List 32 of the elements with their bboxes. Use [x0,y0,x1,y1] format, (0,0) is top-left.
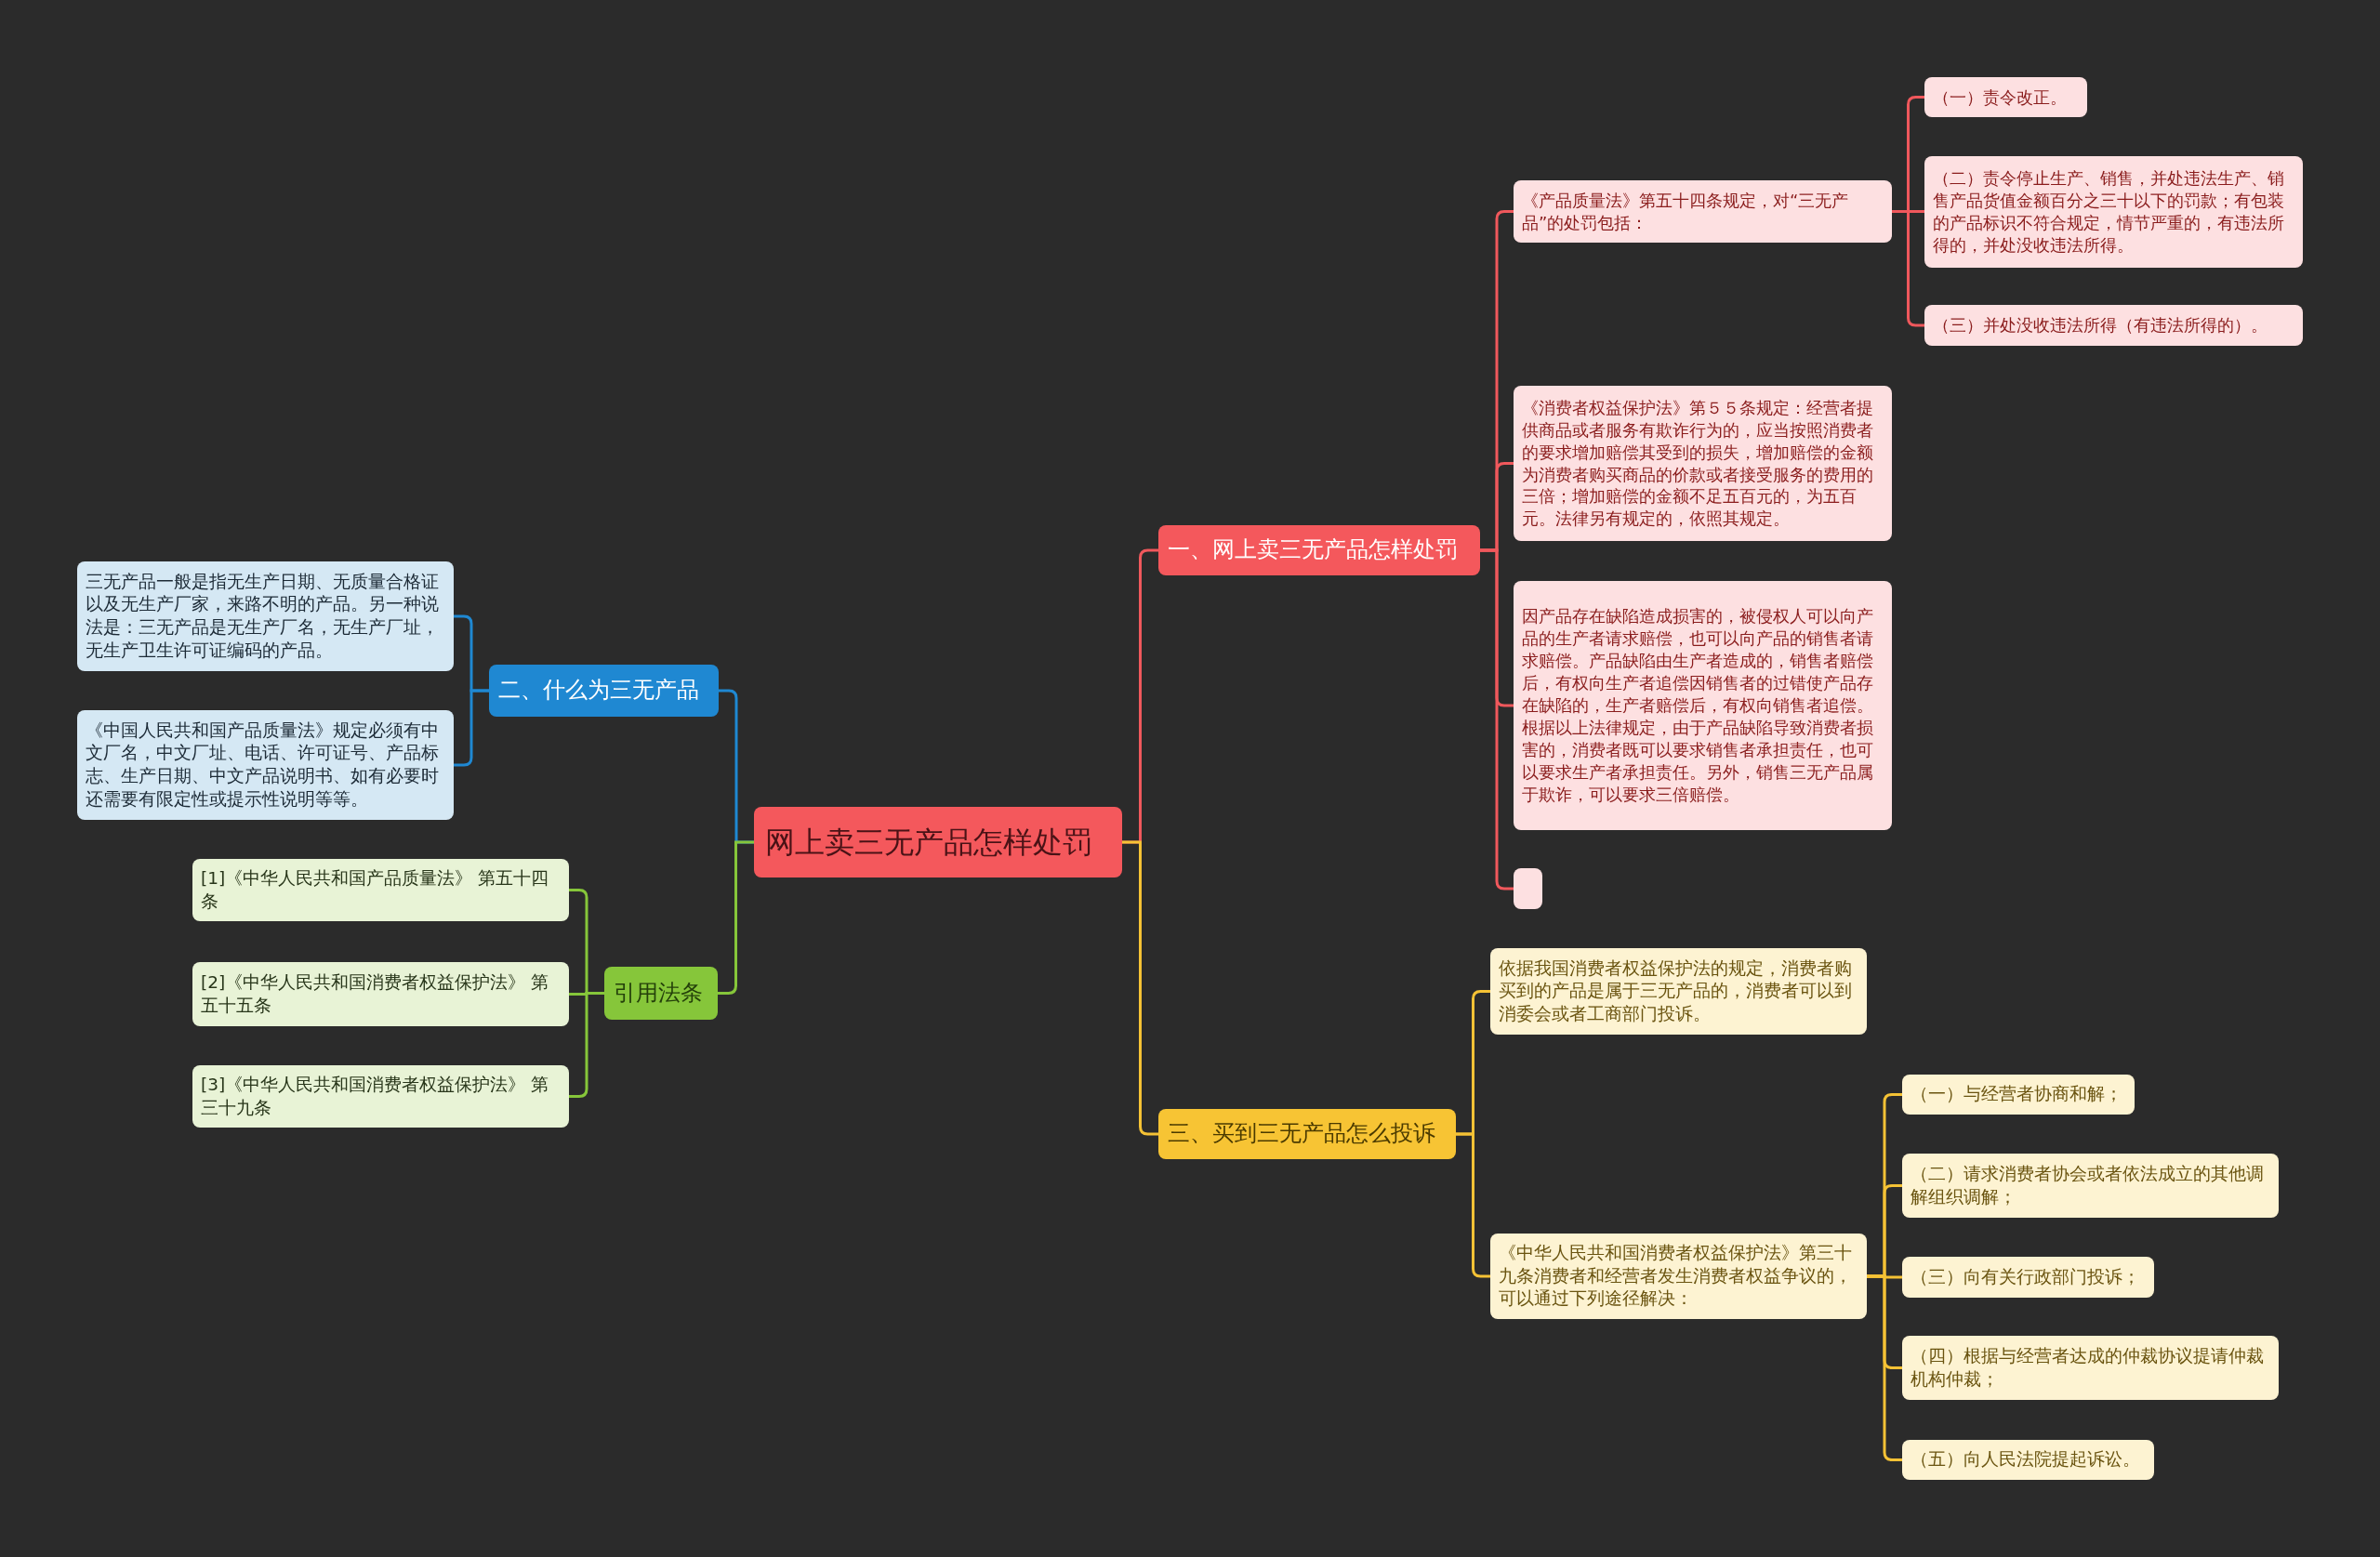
subtopic-box: 因产品存在缺陷造成损害的，被侵权人可以向产品的生产者请求赔偿，也可以向产品的销售者请求赔偿。产品缺陷由生产者造成的，销售者赔偿后，有权向生产者追偿因销售者的过错使产品存在缺陷的，生产者赔偿后，有权向销售者追偿。根据以上法律规定，由于产品缺陷导致消费者损害的，消费者既可以要求销售者承担责任，也可以要求生产者承担责任。另外，销售三无产品属于欺诈，可以要求三倍赔偿。 [1514,581,1892,830]
connector-line [718,840,754,995]
branch-topic-box: 三、买到三无产品怎么投诉 [1158,1109,1456,1159]
connector-line [569,992,604,1098]
branch-topic-box: 引用法条 [604,967,718,1020]
subtopic-box: （五）向人民法院提起诉讼。 [1902,1440,2154,1480]
subtopic-box: [2]《中华人民共和国消费者权益保护法》 第五十五条 [192,962,569,1026]
connector-line [1892,210,1924,327]
connector-line [1122,840,1158,1136]
subtopic-box: （三）并处没收违法所得（有违法所得的）。 [1924,305,2303,346]
branch-topic-box: 一、网上卖三无产品怎样处罚 [1158,525,1480,575]
subtopic-box: （一）责令改正。 [1924,77,2087,117]
subtopic-box: [3]《中华人民共和国消费者权益保护法》 第三十九条 [192,1065,569,1128]
subtopic-box: 《中国人民共和国产品质量法》规定必须有中文厂名，中文厂址、电话、许可证号、产品标志、生产日期、中文产品说明书、如有必要时还需要有限定性或提示性说明等等。 [77,710,454,820]
subtopic-box: （三）向有关行政部门投诉； [1902,1257,2154,1298]
subtopic-box: （一）与经营者协商和解； [1902,1075,2135,1115]
subtopic-box: （二）责令停止生产、销售，并处违法生产、销售产品货值金额百分之三十以下的罚款；有包装的产品标识不符合规定，情节严重的，有违法所得的，并处没收违法所得。 [1924,156,2303,268]
connector-line [1456,1132,1490,1278]
connector-line [1867,1274,1902,1461]
connector-line [454,689,489,767]
subtopic-box: （二）请求消费者协会或者依法成立的其他调解组织调解； [1902,1154,2279,1218]
subtopic-box: 依据我国消费者权益保护法的规定，消费者购买到的产品是属于三无产品的，消费者可以到消委会或者工商部门投诉。 [1490,948,1867,1035]
central-topic-box: 网上卖三无产品怎样处罚 [754,807,1122,877]
connector-line [1480,548,1514,891]
subtopic-box: [1]《中华人民共和国产品质量法》 第五十四条 [192,859,569,921]
subtopic-box: 《中华人民共和国消费者权益保护法》第三十九条消费者和经营者发生消费者权益争议的，可以通过下列途径解决： [1490,1234,1867,1319]
subtopic-box: 《产品质量法》第五十四条规定，对“三无产品”的处罚包括： [1514,180,1892,243]
branch-topic-box: 二、什么为三无产品 [489,665,719,717]
subtopic-box: 《消费者权益保护法》第５５条规定：经营者提供商品或者服务有欺诈行为的，应当按照消费者的要求增加赔偿其受到的损失，增加赔偿的金额为消费者购买商品的价款或者接受服务的费用的三倍；增加赔偿的金额不足五百元的，为五百元。法律另有规定的，依照其规定。 [1514,386,1892,541]
subtopic-box: 三无产品一般是指无生产日期、无质量合格证以及无生产厂家，来路不明的产品。另一种说法是：三无产品是无生产厂名，无生产厂址，无生产卫生许可证编码的产品。 [77,561,454,671]
empty-topic-box [1514,868,1542,909]
subtopic-box: （四）根据与经营者达成的仲裁协议提请仲裁机构仲裁； [1902,1336,2279,1400]
